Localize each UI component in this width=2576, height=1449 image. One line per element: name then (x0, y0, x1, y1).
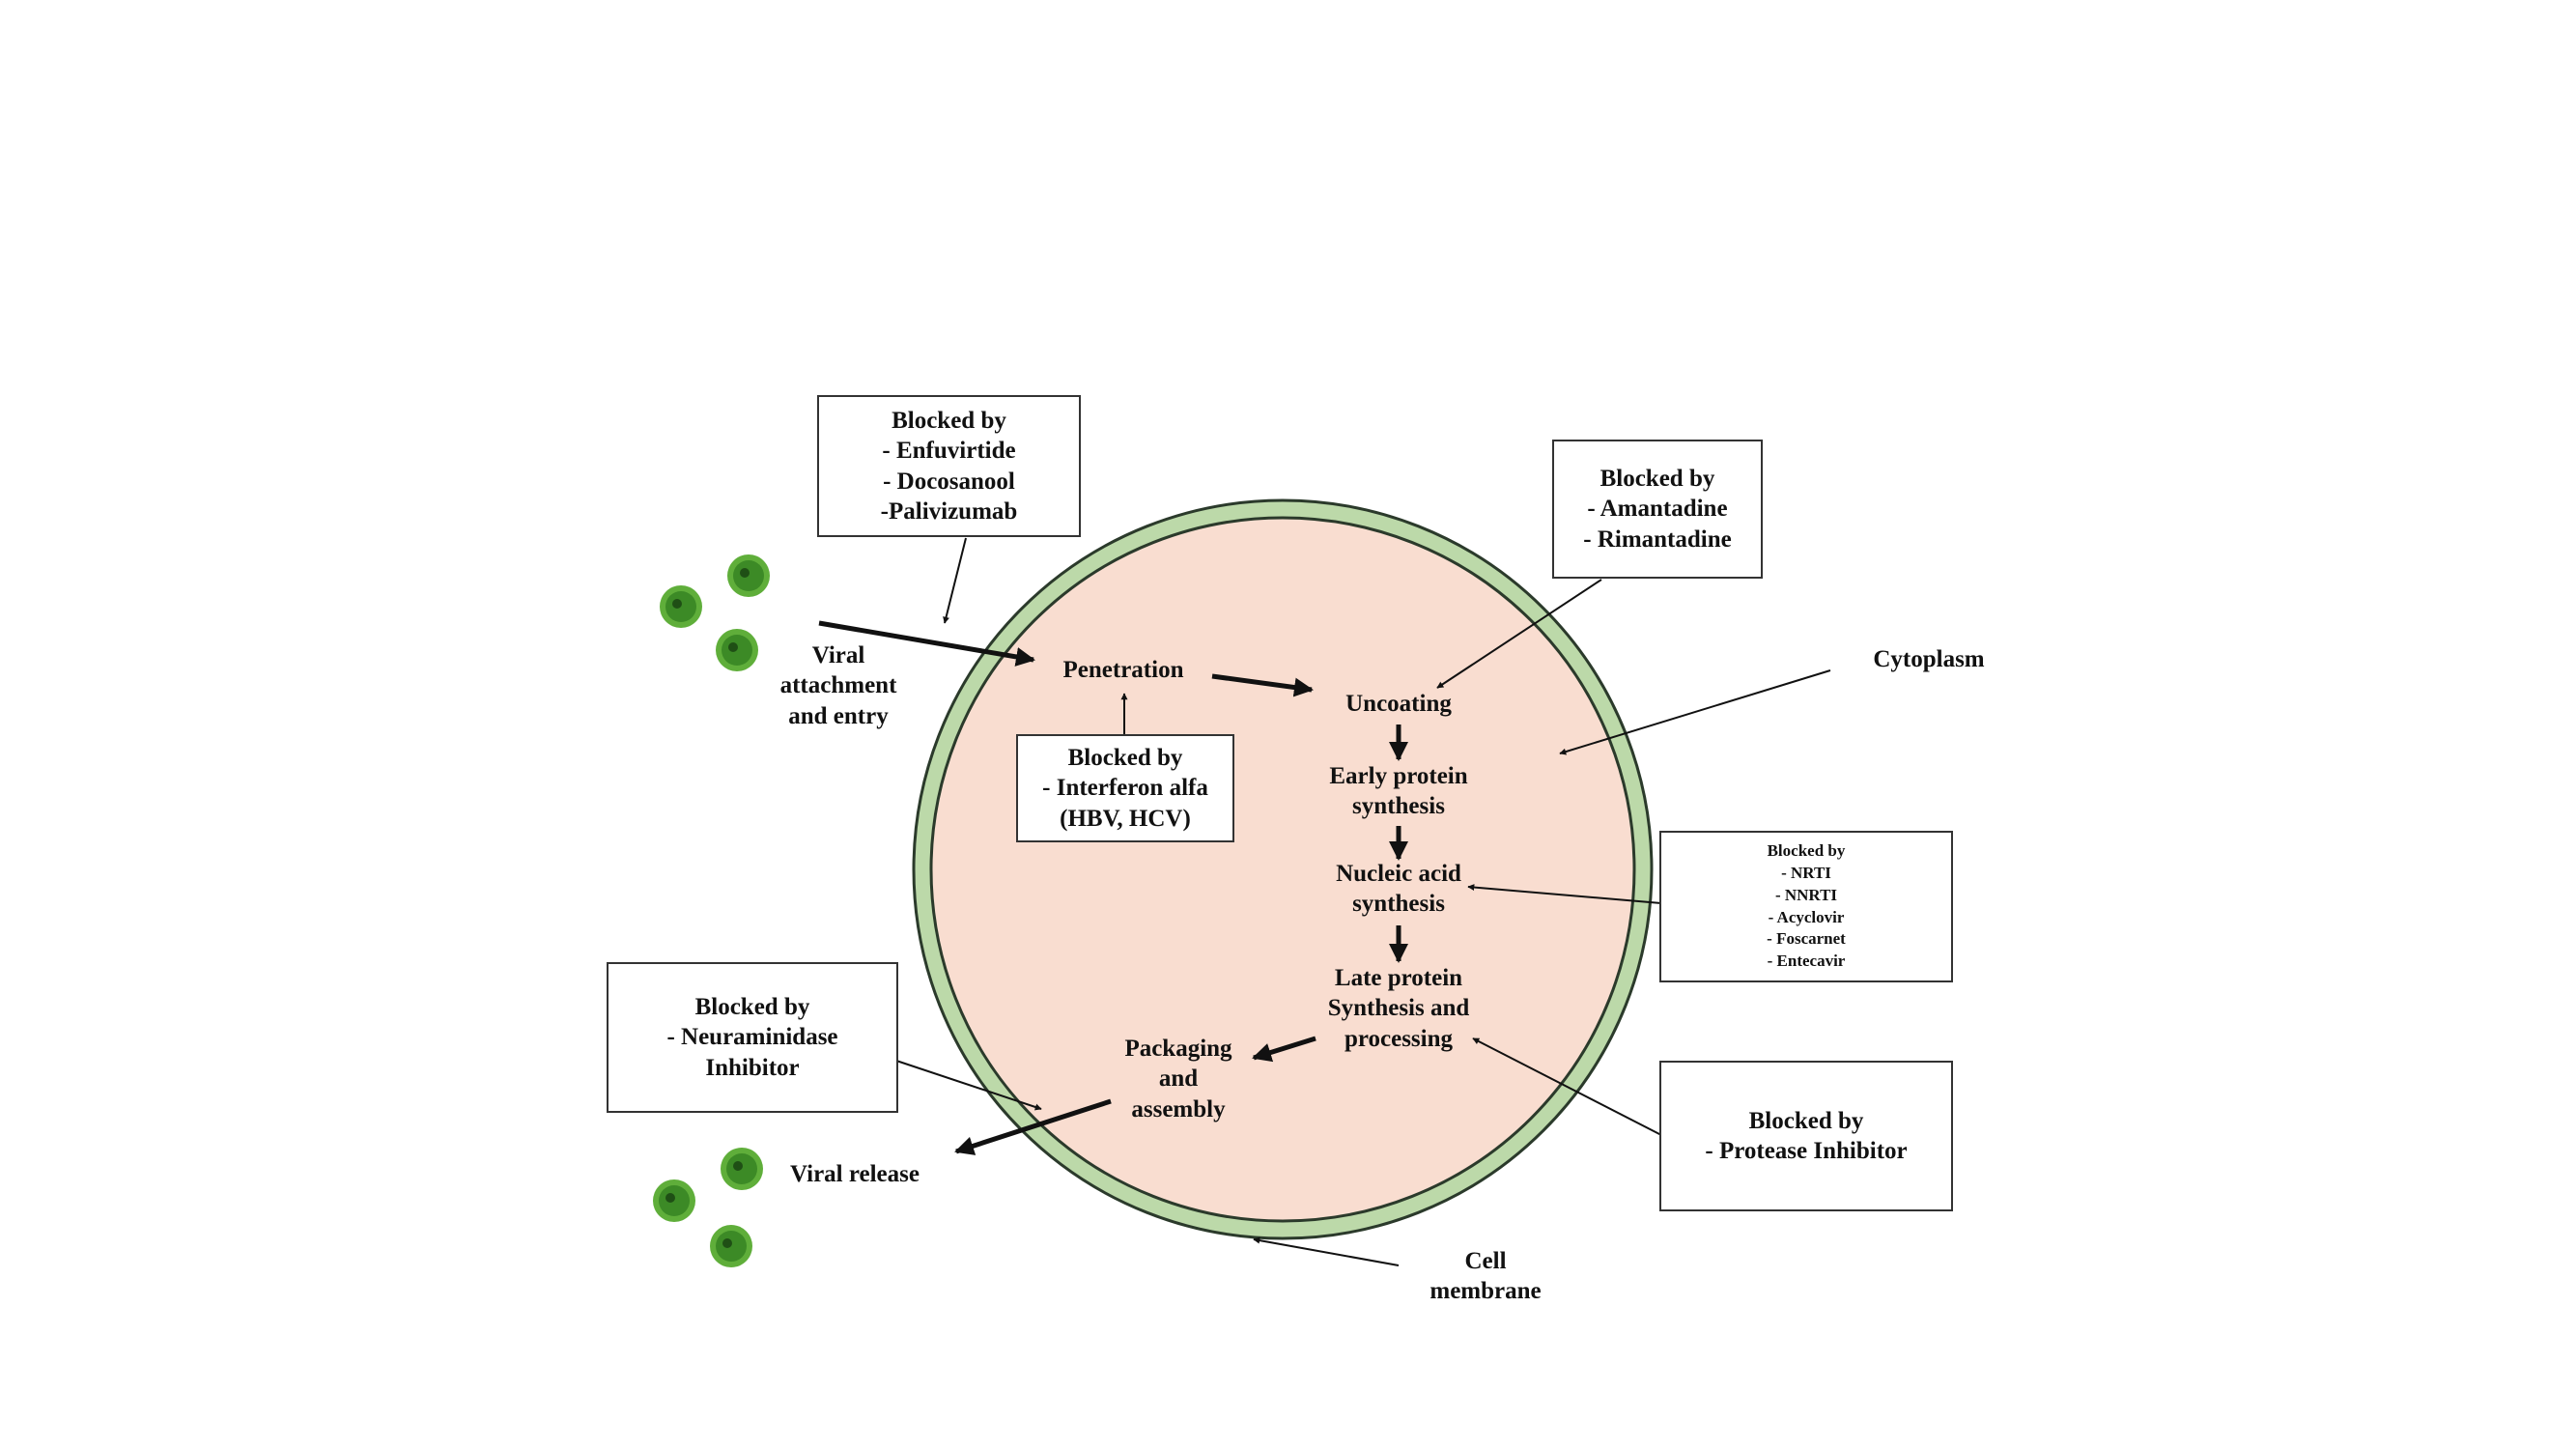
cell-membrane-label: Cell membrane (1430, 1248, 1542, 1305)
nucleic-acid-inhibitors-text: Blocked by - NRTI - NNRTI - Acyclovir - … (1767, 840, 1846, 971)
nucleic-acid-inhibitors-box: Blocked by - NRTI - NNRTI - Acyclovir - … (1659, 831, 1953, 982)
uncoating-inhibitors-box: Blocked by - Amantadine - Rimantadine (1552, 440, 1763, 579)
uncoating-inhibitors-text: Blocked by - Amantadine - Rimantadine (1583, 466, 1732, 553)
entry-inhibitors-box: Blocked by - Enfuvirtide - Docosanool -P… (817, 395, 1081, 537)
penetration-inhibitor-text: Blocked by - Interferon alfa (HBV, HCV) (1042, 745, 1208, 832)
cytoplasm-label: Cytoplasm (1873, 646, 1985, 672)
late-protein-label: Late protein Synthesis and processing (1327, 965, 1470, 1052)
arrow-neuraminidase-inhibitor (895, 1060, 1042, 1111)
release-inhibitor-box: Blocked by - Neuraminidase Inhibitor (607, 962, 898, 1113)
penetration-label: Penetration (1062, 657, 1184, 683)
arrow-membrane-pointer (1253, 1236, 1400, 1266)
viral-release-label: Viral release (790, 1161, 920, 1187)
protease-inhibitor-box: Blocked by - Protease Inhibitor (1659, 1061, 1953, 1211)
release-inhibitor-text: Blocked by - Neuraminidase Inhibitor (666, 994, 838, 1081)
arrow-entry-to-penetration (818, 620, 1035, 667)
virus-particle-icon (727, 554, 770, 597)
arrow-penetration-to-uncoating (1211, 673, 1314, 697)
arrow-nucleic-inhibitors (1467, 884, 1662, 904)
virus-particle-icon (710, 1225, 752, 1267)
viral-attachment-label: Viral attachment and entry (779, 642, 897, 729)
virus-particle-icon (721, 1148, 763, 1190)
virus-particle-icon (716, 629, 758, 671)
packaging-label: Packaging and assembly (1124, 1036, 1232, 1122)
uncoating-label: Uncoating (1345, 691, 1452, 717)
arrow-uncoating-inhibitors (1436, 579, 1602, 689)
early-protein-label: Early protein synthesis (1329, 763, 1468, 820)
protease-inhibitor-text: Blocked by - Protease Inhibitor (1705, 1107, 1908, 1164)
arrow-protease-inhibitor (1472, 1037, 1662, 1136)
penetration-inhibitor-box: Blocked by - Interferon alfa (HBV, HCV) (1016, 734, 1234, 842)
arrow-packaging-to-release (954, 1098, 1112, 1155)
arrow-cytoplasm-pointer (1559, 669, 1831, 755)
arrow-late-to-packaging (1252, 1036, 1316, 1063)
virus-particle-icon (653, 1179, 695, 1222)
arrow-entry-inhibitors (943, 537, 967, 624)
nucleic-acid-label: Nucleic acid synthesis (1336, 861, 1461, 918)
virus-particle-icon (660, 585, 702, 628)
cytoplasm (929, 516, 1636, 1223)
entry-inhibitors-text: Blocked by - Enfuvirtide - Docosanool -P… (880, 408, 1018, 525)
